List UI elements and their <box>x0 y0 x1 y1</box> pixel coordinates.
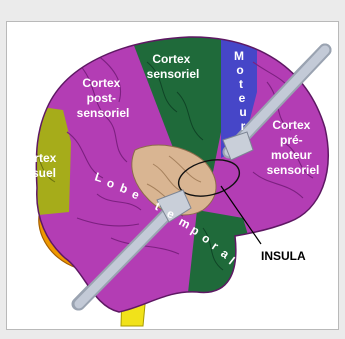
label-line: sensoriel <box>267 163 320 177</box>
label-line: Cortex <box>18 151 56 165</box>
letter: M <box>234 49 244 63</box>
label-line: Cortex <box>272 118 310 132</box>
label-cortex-pre-moteur: Cortex pré- moteur sensoriel <box>267 118 320 177</box>
label-line: visuel <box>22 166 56 180</box>
letter: o <box>236 63 243 77</box>
brain-illustration: Cortex sensoriel M o t e u r Cortex post… <box>7 22 339 330</box>
label-line: sensoriel <box>77 106 130 120</box>
letter: t <box>239 77 243 91</box>
label-insula: INSULA <box>261 249 306 263</box>
label-line: post- <box>87 91 116 105</box>
label-line: Cortex <box>82 76 120 90</box>
label-line: Cortex <box>152 52 190 66</box>
letter: u <box>239 105 246 119</box>
label-line: moteur <box>271 148 312 162</box>
label-line: sensoriel <box>147 67 200 81</box>
letter: r <box>241 119 246 133</box>
label-cortex-visuel: Cortex visuel <box>18 151 59 180</box>
label-cortex-sensoriel: Cortex sensoriel <box>147 52 200 81</box>
letter: e <box>239 91 246 105</box>
label-line: pré- <box>280 133 303 147</box>
figure-panel: Cortex sensoriel M o t e u r Cortex post… <box>6 21 339 330</box>
